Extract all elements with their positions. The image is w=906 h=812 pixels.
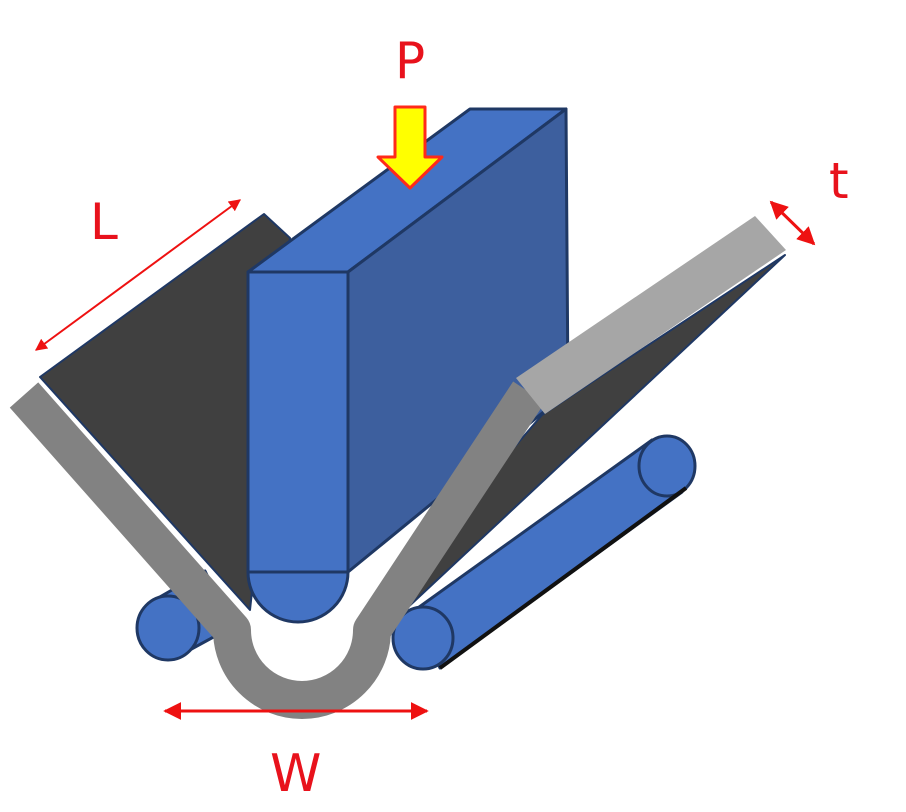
length-dimension-arrow — [35, 199, 241, 351]
force-arrow — [376, 105, 444, 190]
thickness-label: t — [829, 152, 849, 210]
force-label: P — [395, 32, 426, 90]
punch — [246, 107, 570, 624]
width-label: W — [270, 744, 322, 804]
length-label: L — [90, 193, 118, 251]
right-die-roller — [391, 434, 697, 671]
bent-sheet — [9, 216, 786, 719]
thickness-dimension-arrow — [769, 200, 816, 246]
